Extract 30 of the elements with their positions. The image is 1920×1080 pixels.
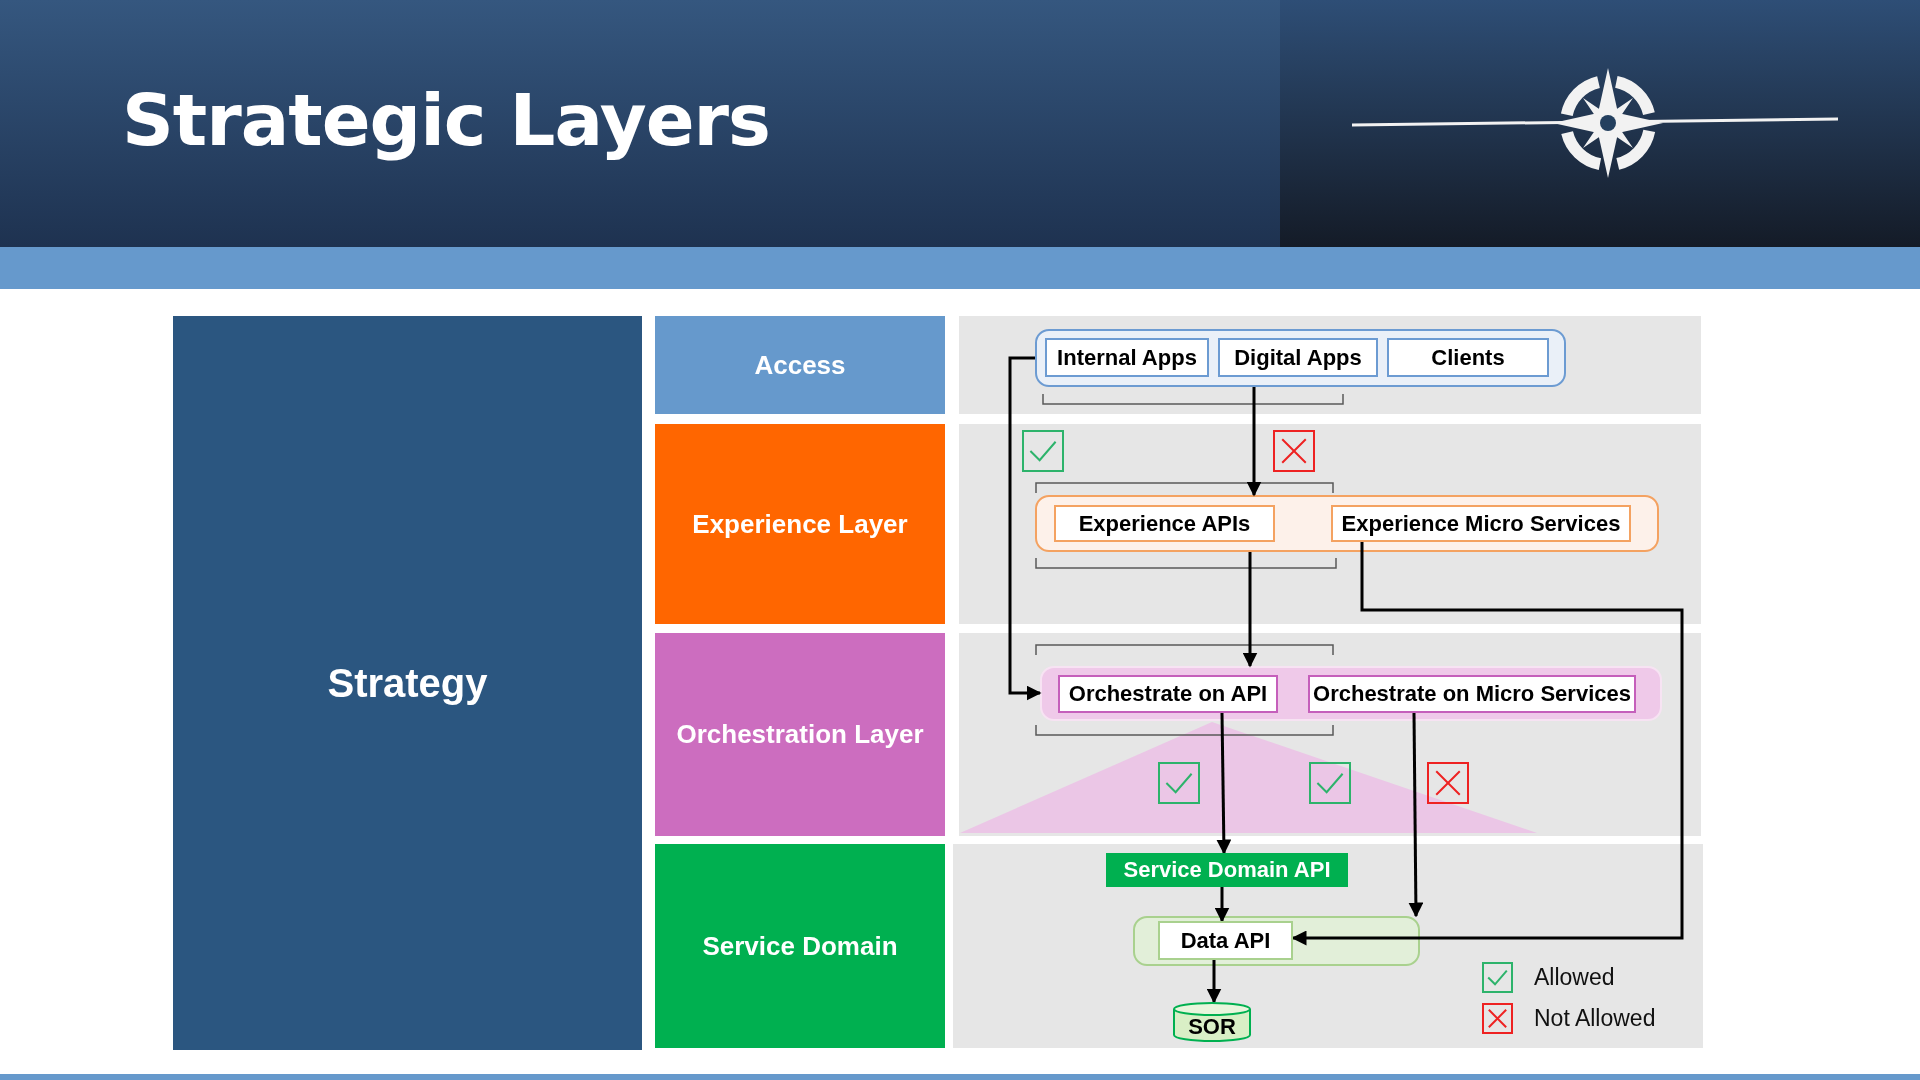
layer-container [1035,495,1659,552]
arrow [1408,713,1424,918]
component-box: Clients [1387,338,1549,377]
component-box: Experience Micro Services [1331,505,1631,542]
arrow [1008,356,1042,701]
arrow [1206,960,1222,1004]
legend-label: Not Allowed [1534,1005,1656,1032]
arrow [1216,712,1232,855]
component-box: Orchestrate on Micro Services [1308,675,1636,713]
layer-container [1133,916,1420,966]
arrow [1246,387,1262,497]
arrow [1242,552,1258,668]
component-box: Orchestrate on API [1058,675,1278,713]
component-box: Digital Apps [1218,338,1378,377]
service-api-bar: Service Domain API [1106,853,1348,887]
arrow [1214,887,1230,923]
component-box: Data API [1158,921,1293,960]
layer-band: Experience Layer [655,424,945,624]
component-box: Experience APIs [1054,505,1275,542]
title: Strategic Layers [122,78,770,162]
strategy-band: Strategy [173,316,642,1050]
layer-band: Orchestration Layer [655,633,945,836]
layer-band: Service Domain [655,844,945,1048]
legend-label: Allowed [1534,964,1615,991]
arrow [1291,542,1684,946]
component-box: Internal Apps [1045,338,1209,377]
layer-container [1040,666,1662,721]
layer-band: Access [655,316,945,414]
layer-container [1035,329,1566,387]
database-cylinder: SOR [1173,1002,1251,1042]
